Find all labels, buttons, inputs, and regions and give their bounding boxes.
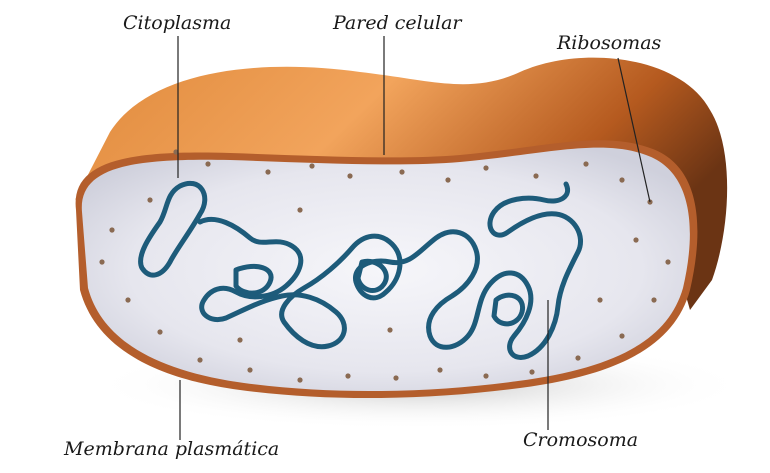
label-cromosoma: Cromosoma [523,431,638,450]
label-ribosomas: Ribosomas [557,34,661,53]
label-citoplasma: Citoplasma [123,14,231,33]
label-pared-celular: Pared celular [333,14,461,33]
label-membrana-plasmatica: Membrana plasmática [64,440,279,459]
